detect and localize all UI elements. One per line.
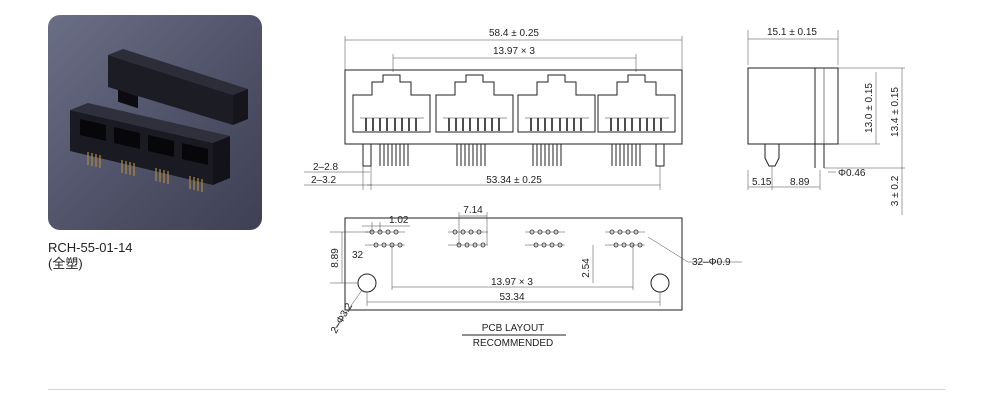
row-gap-8.89-label: 8.89 [330, 248, 341, 268]
housing-outline [344, 69, 683, 145]
row-pitch-2.54-label: 2.54 [581, 258, 592, 278]
height-13.0-label: 13.0 ± 0.15 [864, 83, 875, 133]
pin-holes [369, 229, 643, 248]
port-pitch-label: 13.97 × 3 [493, 46, 535, 57]
depth-label: 15.1 ± 0.15 [767, 27, 817, 38]
height-13.4-label: 13.4 ± 0.15 [890, 87, 901, 137]
pin-span-label: 53.34 ± 0.25 [486, 175, 542, 186]
front-view: 58.4 ± 0.25 13.97 × 3 [304, 28, 683, 190]
pcb-layout-view: 1.02 7.14 8.89 32 2.54 13.97 × 3 53.34 2… [329, 205, 742, 349]
overall-width-label: 58.4 ± 0.25 [489, 28, 539, 39]
side-housing [747, 67, 839, 145]
product-photo [48, 15, 262, 230]
pitch-7.14-label: 7.14 [463, 205, 483, 216]
material-note: (全塑) [48, 256, 83, 271]
pcb-port-pitch-label: 13.97 × 3 [491, 277, 533, 288]
pin-count-label: 32 [352, 250, 364, 261]
pcb-title-line1: PCB LAYOUT [482, 323, 545, 334]
peg-span-label: 53.34 [499, 292, 524, 303]
dim-2-2.8: 2–2.8 [313, 162, 338, 173]
model-number: RCH-55-01-14 [48, 240, 133, 255]
peg-hole-left [357, 273, 377, 293]
offset-8.89-label: 8.89 [790, 177, 810, 188]
pin-diameter-label: Φ0.46 [838, 168, 866, 179]
pcb-title-line2: RECOMMENDED [473, 338, 554, 349]
connector-render [70, 49, 248, 192]
rj45-ports [352, 74, 676, 133]
side-view: 15.1 ± 0.15 13.0 ± 0.15 13.4 ± 0.15 3 ± … [747, 27, 905, 215]
pin-length-label: 3 ± 0.2 [890, 175, 901, 206]
pin-hole-label: 32–Φ0.9 [692, 257, 731, 268]
dim-2-3.2: 2–3.2 [311, 175, 336, 186]
pcb-outline [344, 217, 683, 311]
pitch-1.02-label: 1.02 [389, 215, 409, 226]
product-caption: RCH-55-01-14 (全塑) [48, 240, 133, 272]
footer-divider [48, 389, 946, 390]
peg-hole-label: 2–Φ3.2 [329, 301, 355, 335]
offset-5.15-label: 5.15 [752, 177, 772, 188]
peg-hole-right [650, 273, 670, 293]
